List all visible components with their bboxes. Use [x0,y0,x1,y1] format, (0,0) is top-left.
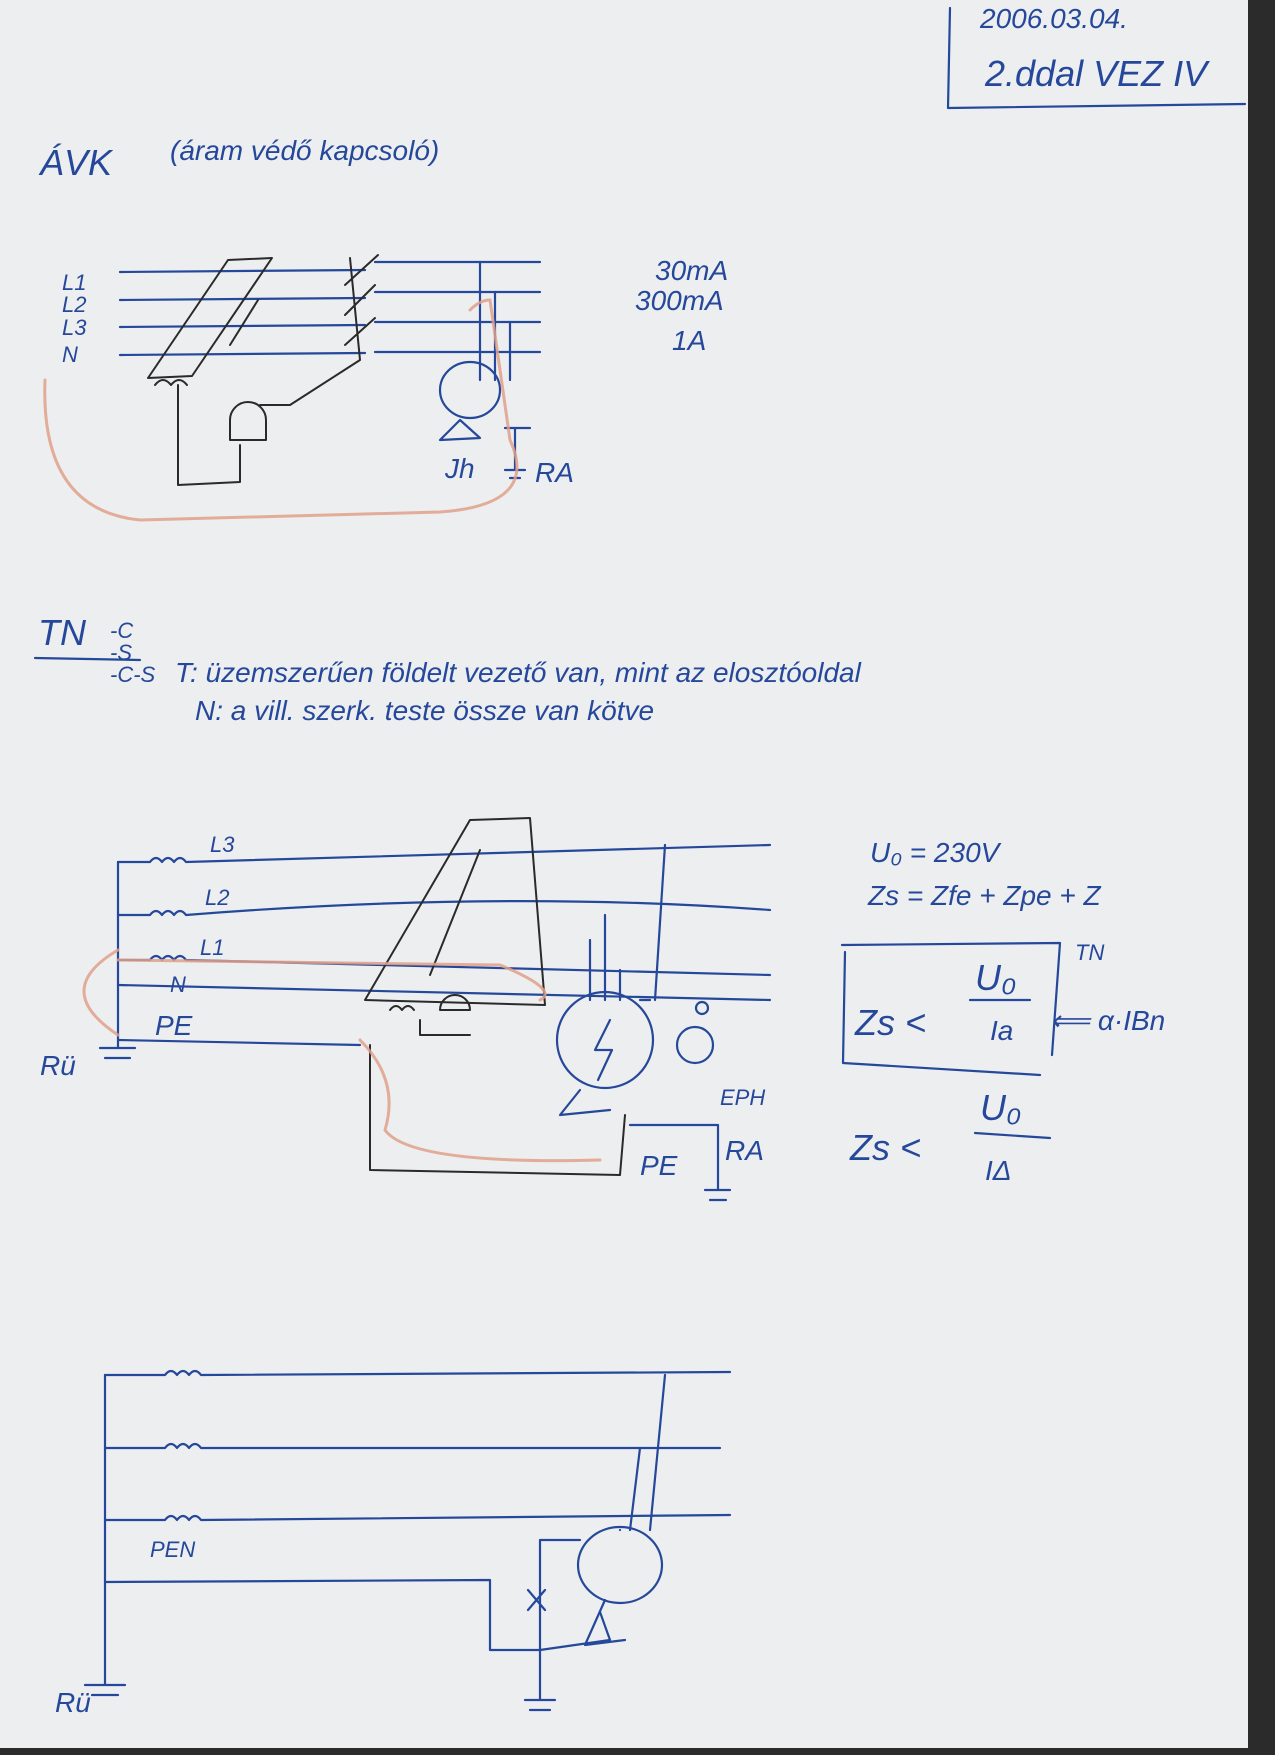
line-label: N [62,342,78,367]
tn-c-diagram: PEN Rü [55,1369,732,1718]
formula2-lhs: Zs < [849,1127,921,1168]
earth-label-2: Rü [55,1687,91,1718]
pe-label: PE [640,1150,678,1181]
header-lecture: 2.ddal VEZ IV [984,53,1210,94]
rating-30ma: 30mA [655,255,728,286]
header-date: 2006.03.04. [979,3,1128,34]
line-label: L1 [62,270,86,295]
tn-variant: -C-S [110,662,156,687]
note-n: N: a vill. szerk. teste össze van kötve [195,695,654,726]
line-label: L1 [200,935,224,960]
line-label: L2 [62,292,86,317]
line-label: L2 [205,885,229,910]
formula-zs: Zs = Zfe + Zpe + Z [867,880,1102,911]
section1-title: ÁVK [38,142,114,183]
formula2-denominator: IΔ [985,1155,1012,1186]
eph-label: EPH [720,1085,765,1110]
tn-variant: -C [110,618,133,643]
arrow-note: ⟸ α·IBn [1050,1005,1165,1036]
earth-label: Rü [40,1050,76,1081]
ra-label: RA [725,1135,764,1166]
rating-1a: 1A [672,325,706,356]
tn-s-diagram: L3 L2 L1 N PE Rü EPH PE RA [40,817,772,1202]
tn-title: TN [38,612,87,653]
box-numerator: U₀ [975,957,1016,998]
box-lhs: Zs < [854,1002,926,1043]
formulas: U₀ = 230V Zs = Zfe + Zpe + Z TN Zs < U₀ … [840,837,1165,1186]
tn-variant: -S [110,640,132,665]
resistance-label: RA [535,457,574,488]
line-label: L3 [210,832,235,857]
box-denominator: Ia [990,1015,1013,1046]
formula-tn: TN [1075,940,1104,965]
line-label: L3 [62,315,87,340]
formula2-numerator: U₀ [980,1087,1021,1128]
note-t: T: üzemszerűen földelt vezető van, mint … [175,657,862,688]
pen-label: PEN [150,1537,195,1562]
formula-u0: U₀ = 230V [870,837,1002,868]
rcd-diagram: L1 L2 L3 N Jh RA [43,254,574,522]
header-box [946,6,1247,110]
section1-subtitle: (áram védő kapcsoló) [170,135,439,166]
line-label: PE [155,1010,193,1041]
line-label: N [170,972,186,997]
current-label: Jh [444,453,475,484]
formula-box [840,941,1062,1077]
paper-sheet [0,0,1248,1748]
rating-300ma: 300mA [635,285,724,316]
